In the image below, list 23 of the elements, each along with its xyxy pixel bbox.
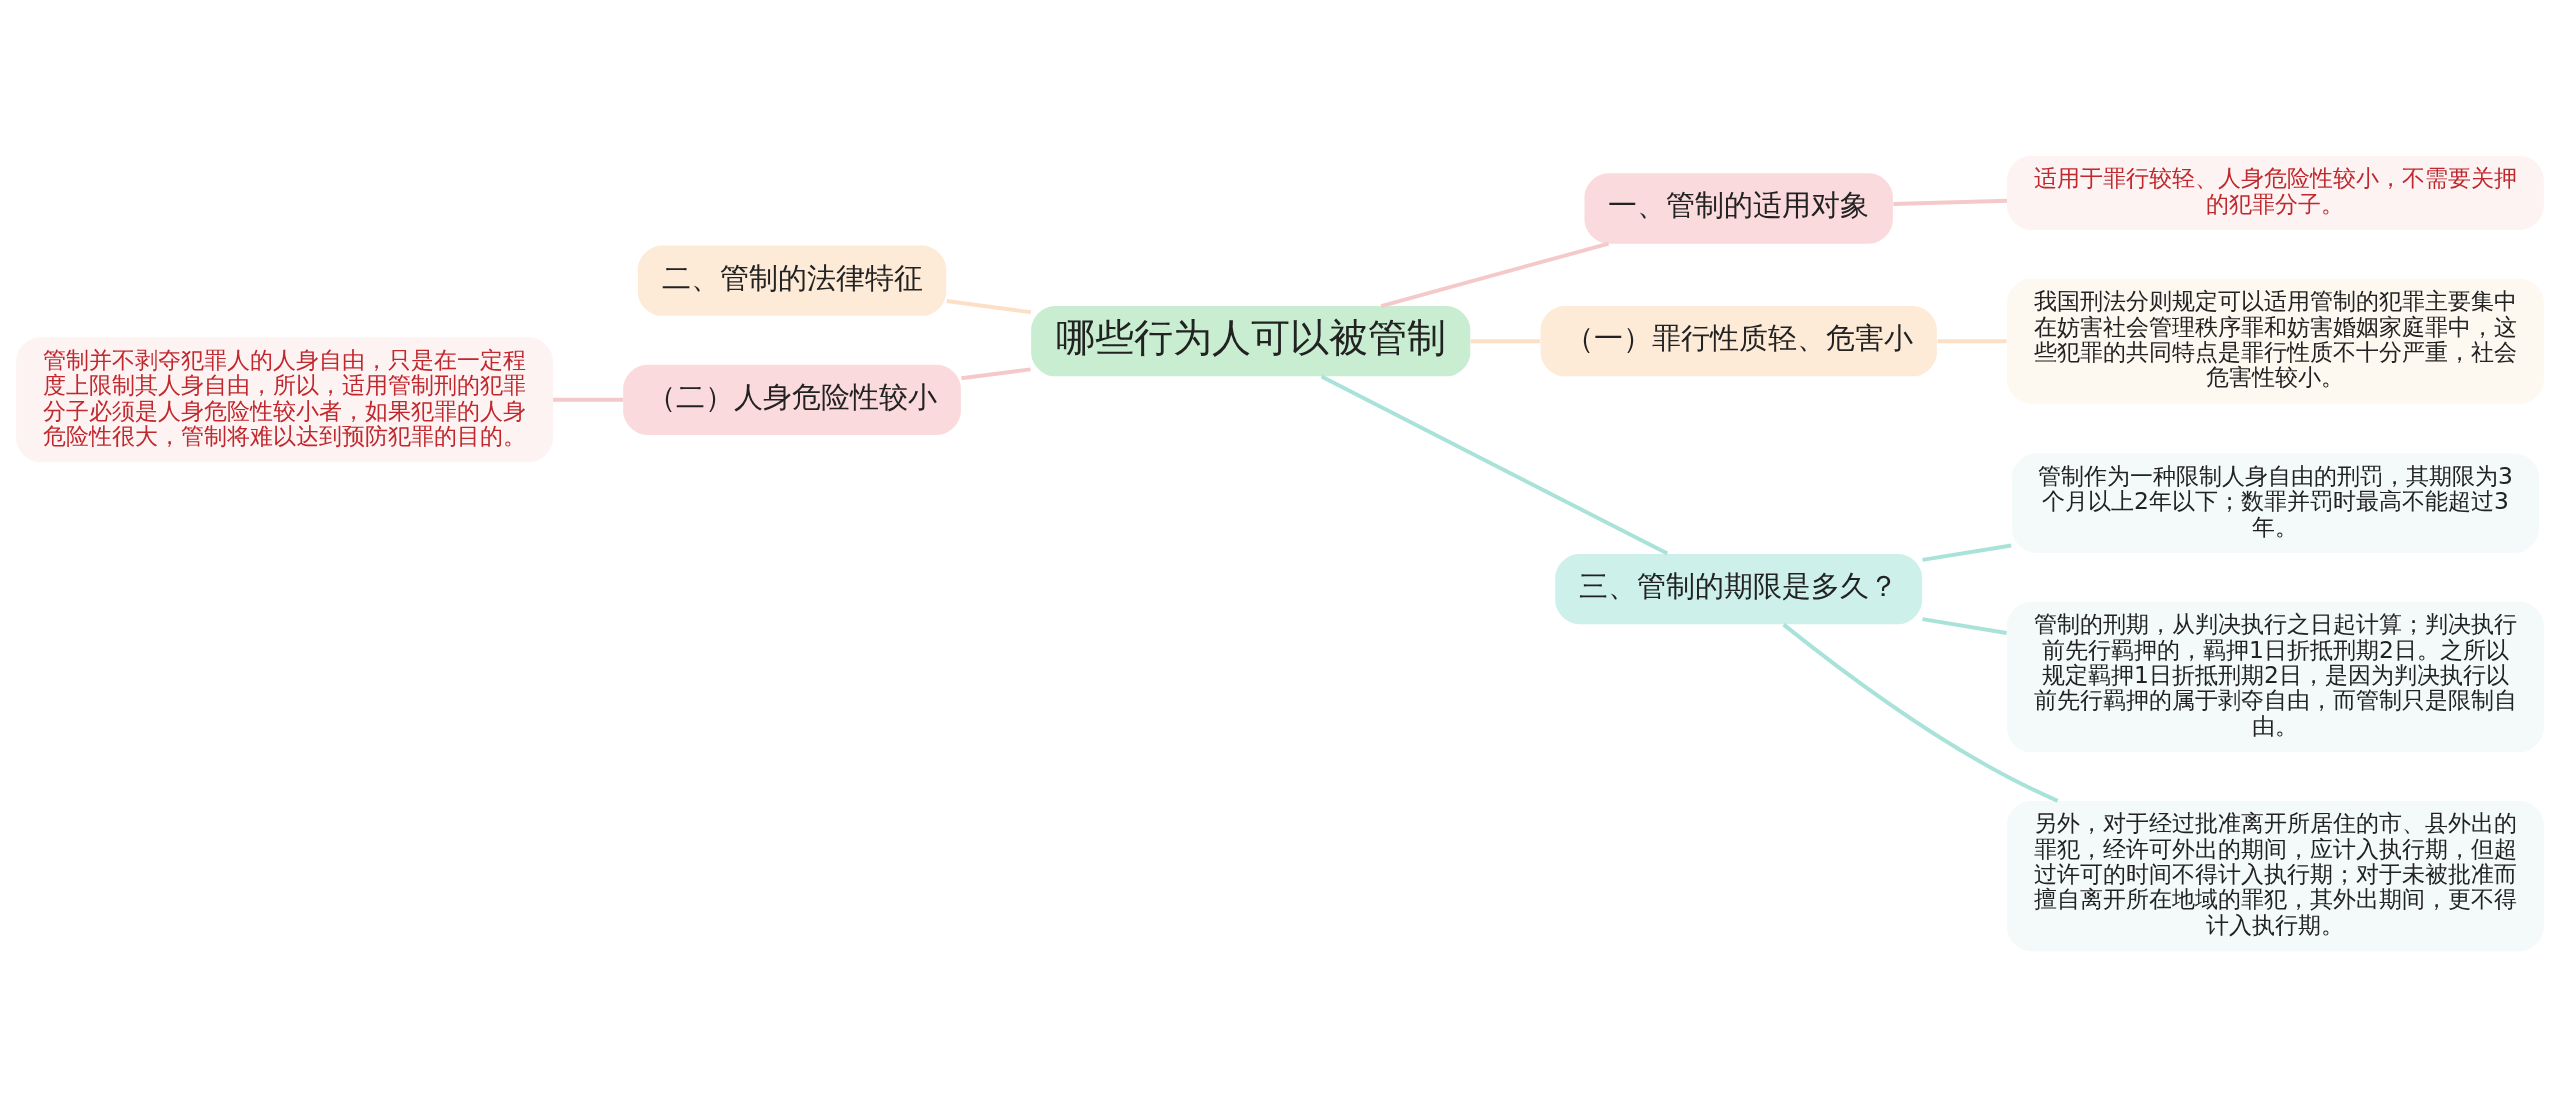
node-box: 另外，对于经过批准离开所居住的市、县外出的罪犯，经许可外出的期间，应计入执行期，但超过许可的时间不得计入执行期；对于未被批准而擅自离开所在地域的罪犯，其外出期间，更不得计入执行期。: [2007, 800, 2544, 952]
connector: [1893, 198, 2008, 206]
connector: [961, 367, 1031, 381]
node-box: （一）罪行性质轻、危害小: [1540, 306, 1937, 377]
connector: [1937, 339, 2007, 344]
connector: [1922, 543, 2012, 562]
connector: [1922, 617, 2007, 635]
node-box: 三、管制的期限是多久？: [1555, 554, 1923, 625]
connector: [553, 397, 624, 402]
node-box: 适用于罪行较轻、人身危险性较小，不需要关押的犯罪分子。: [2007, 155, 2544, 230]
node-box: 哪些行为人可以被管制: [1031, 306, 1471, 377]
node-box: 管制作为一种限制人身自由的刑罚，其期限为3个月以上2年以下；数罪并罚时最高不能超过3年。: [2011, 453, 2539, 553]
connector: [1320, 374, 1669, 556]
connector: [1782, 623, 2059, 803]
node-box: （二）人身危险性较小: [623, 364, 961, 435]
node-box: 一、管制的适用对象: [1584, 173, 1893, 244]
connector: [946, 299, 1032, 315]
connector: [1380, 241, 1610, 308]
node-box: 二、管制的法律特征: [637, 245, 947, 316]
node-box: 我国刑法分则规定可以适用管制的犯罪主要集中在妨害社会管理秩序罪和妨害婚姻家庭罪中，这些犯罪的共同特点是罪行性质不十分严重，社会危害性较小。: [2007, 278, 2544, 404]
connector: [1470, 339, 1540, 344]
node-box: 管制并不剥夺犯罪人的人身自由，只是在一定程度上限制其人身自由，所以，适用管制刑的犯罪分子必须是人身危险性较小者，如果犯罪的人身危险性很大，管制将难以达到预防犯罪的目的。: [16, 337, 553, 463]
node-box: 管制的刑期，从判决执行之日起计算；判决执行前先行羁押的，羁押1日折抵刑期2日。之所以规定羁押1日折抵刑期2日，是因为判决执行以前先行羁押的属于剥夺自由，而管制只是限制自由。: [2007, 601, 2544, 753]
